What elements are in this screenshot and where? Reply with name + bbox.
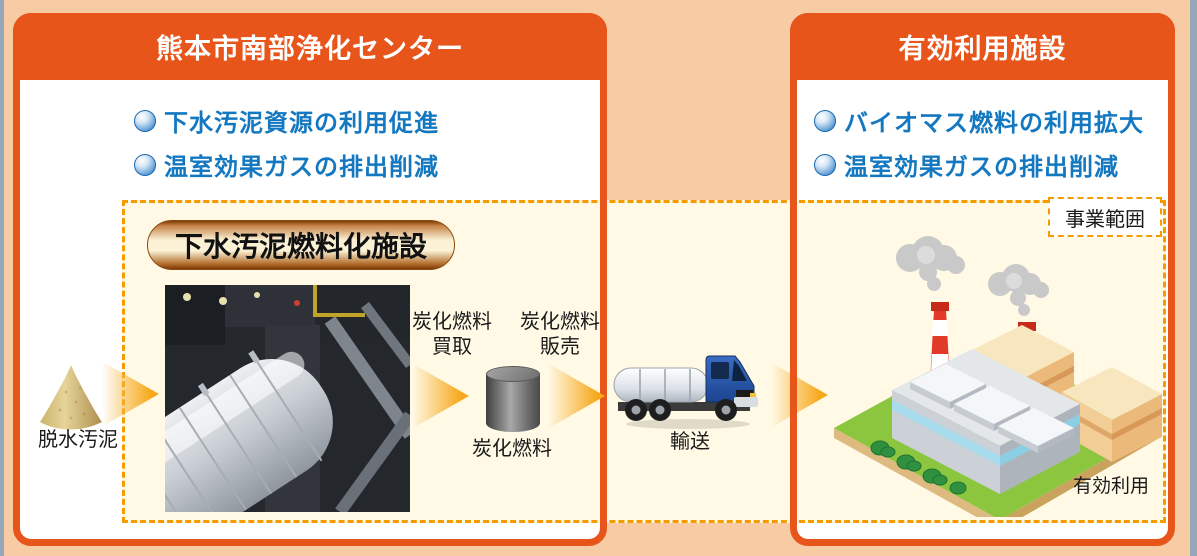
fuel-buy-label-line2: 買取 [432, 336, 472, 358]
effective-use-label: 有効利用 [1072, 476, 1149, 497]
fuel-cylinder-icon [486, 374, 540, 432]
fuel-sell-label: 炭化燃料 販売 [510, 310, 610, 360]
fuel-cylinder-icon [486, 366, 540, 382]
bullet-label: 温室効果ガスの排出削減 [164, 154, 439, 181]
right-bullet-list: バイオマス燃料の利用拡大 温室効果ガスの排出削減 [814, 103, 1144, 182]
fuel-buy-label: 炭化燃料 買取 [402, 310, 502, 360]
fuel-sell-label-line2: 販売 [540, 336, 580, 358]
left-panel-title: 熊本市南部浄化センター [156, 34, 464, 64]
tanker-truck-icon [608, 346, 768, 436]
right-edge-strip [1190, 0, 1197, 556]
sphere-bullet-icon [814, 153, 836, 176]
right-panel-header: 有効利用施設 [790, 13, 1175, 80]
left-edge-strip [0, 0, 4, 556]
right-panel-title: 有効利用施設 [898, 34, 1067, 64]
sphere-bullet-icon [134, 153, 156, 176]
business-scope-tag: 事業範囲 [1048, 197, 1162, 237]
left-bullet-list: 下水汚泥資源の利用促進 温室効果ガスの排出削減 [134, 103, 439, 182]
facility-badge: 下水汚泥燃料化施設 [147, 220, 455, 270]
sphere-bullet-icon [814, 109, 836, 132]
fuel-buy-label-line1: 炭化燃料 [412, 311, 492, 333]
sludge-cone-icon [36, 362, 106, 435]
bullet-label: 下水汚泥資源の利用促進 [164, 110, 439, 137]
sludge-label: 脱水汚泥 [38, 429, 118, 451]
fuel-sell-label-line1: 炭化燃料 [520, 311, 600, 333]
bullet-label: バイオマス燃料の利用拡大 [844, 110, 1144, 137]
carbonized-fuel-label: 炭化燃料 [472, 438, 552, 460]
transport-label: 輸送 [670, 431, 710, 453]
bullet-label: 温室効果ガスの排出削減 [844, 154, 1119, 181]
carbonization-kiln-photo [165, 285, 410, 512]
factory-icon [822, 232, 1167, 530]
bullet-item: バイオマス燃料の利用拡大 [814, 103, 1144, 138]
sphere-bullet-icon [134, 109, 156, 132]
bullet-item: 温室効果ガスの排出削減 [134, 147, 439, 182]
left-panel-header: 熊本市南部浄化センター [13, 13, 607, 80]
bullet-item: 下水汚泥資源の利用促進 [134, 103, 439, 138]
bullet-item: 温室効果ガスの排出削減 [814, 147, 1144, 182]
